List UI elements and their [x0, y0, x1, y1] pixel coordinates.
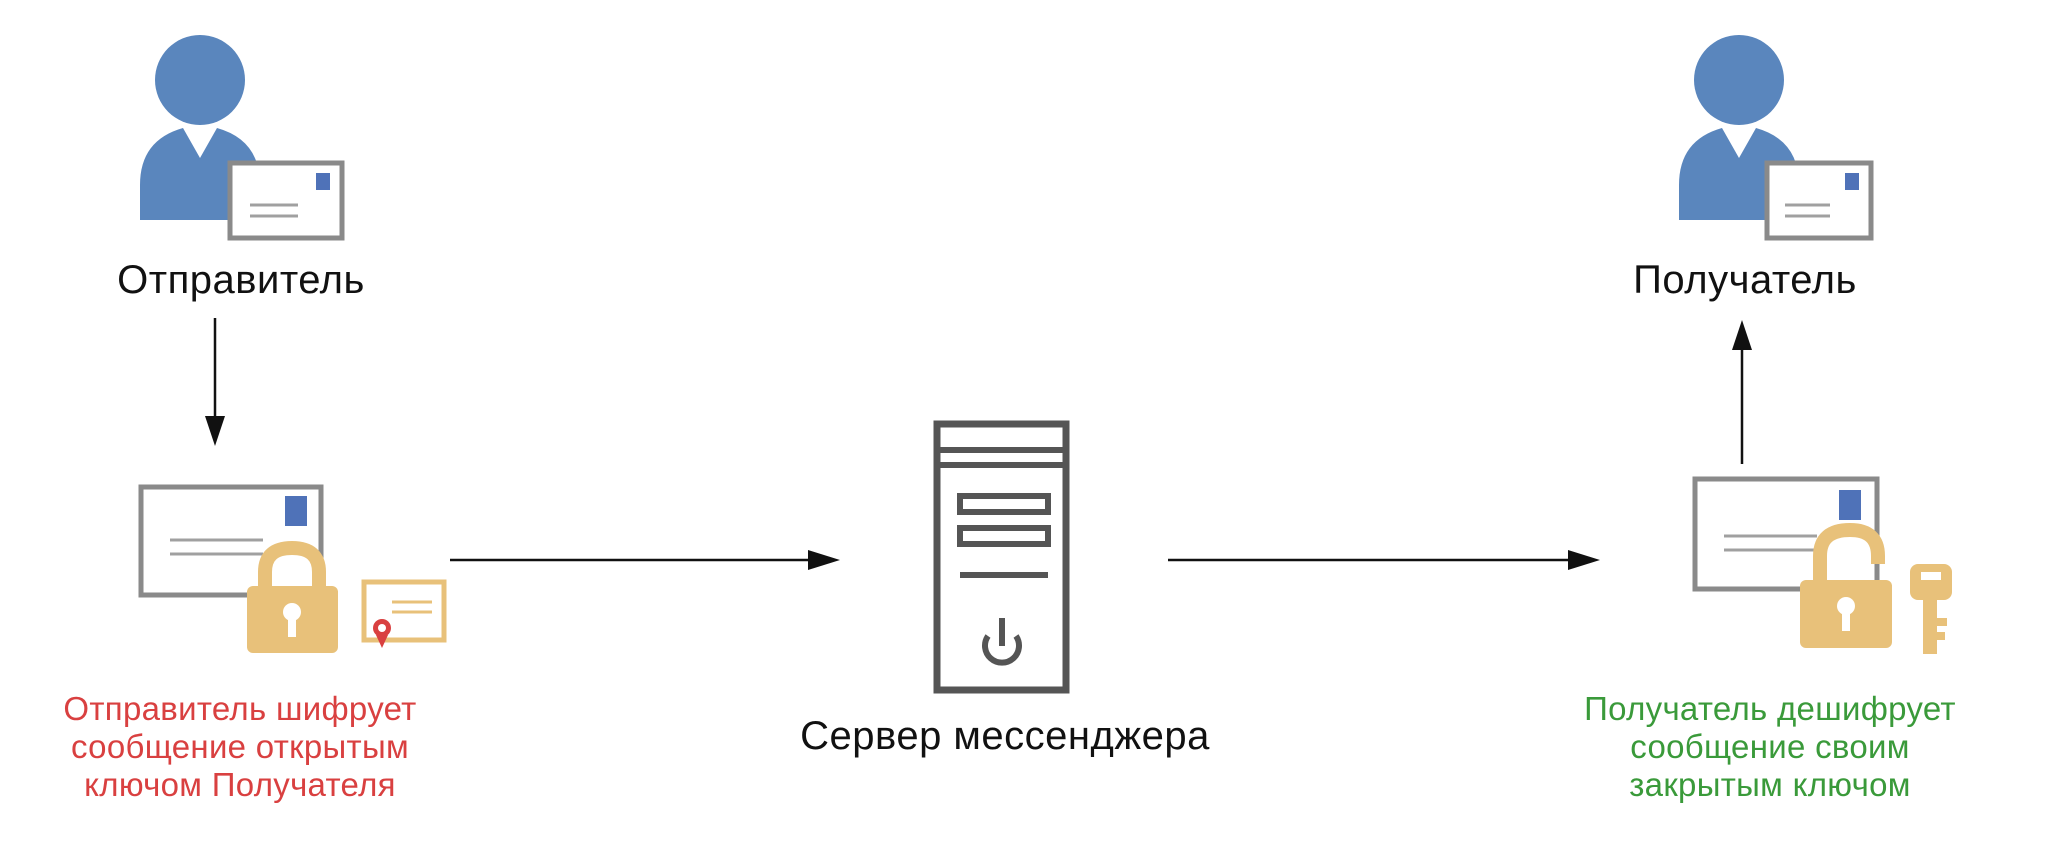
recipient-label: Получатель: [1633, 258, 1857, 302]
recipient-caption-line: Получатель дешифрует: [1584, 690, 1956, 727]
sender-label: Отправитель: [117, 258, 365, 302]
arrow-recipient-up: [1722, 318, 1762, 468]
arrow-to-server: [450, 545, 845, 575]
key-icon: [1908, 562, 1958, 657]
encrypted-envelope-icon: [138, 482, 458, 657]
arrow-sender-down: [195, 318, 235, 448]
recipient-caption-line: сообщение своим: [1630, 728, 1910, 765]
padlock-closed-icon: [245, 540, 340, 655]
server-tower-icon: [930, 420, 1075, 695]
sender-caption-line: ключом Получателя: [84, 766, 396, 803]
recipient-user-icon: [1655, 30, 1875, 245]
padlock-open-icon: [1798, 522, 1898, 650]
recipient-caption-line: закрытым ключом: [1629, 766, 1911, 803]
server-label: Сервер мессенджера: [800, 714, 1210, 758]
certificate-icon: [360, 578, 450, 658]
sender-user-icon: [138, 30, 358, 245]
sender-caption-line: Отправитель шифрует: [63, 690, 417, 727]
arrow-to-recipient: [1168, 545, 1603, 575]
sender-caption-line: сообщение открытым: [71, 728, 409, 765]
recipient-caption: Получатель дешифрует сообщение своим зак…: [1560, 690, 1980, 804]
sender-caption: Отправитель шифрует сообщение открытым к…: [40, 690, 440, 804]
